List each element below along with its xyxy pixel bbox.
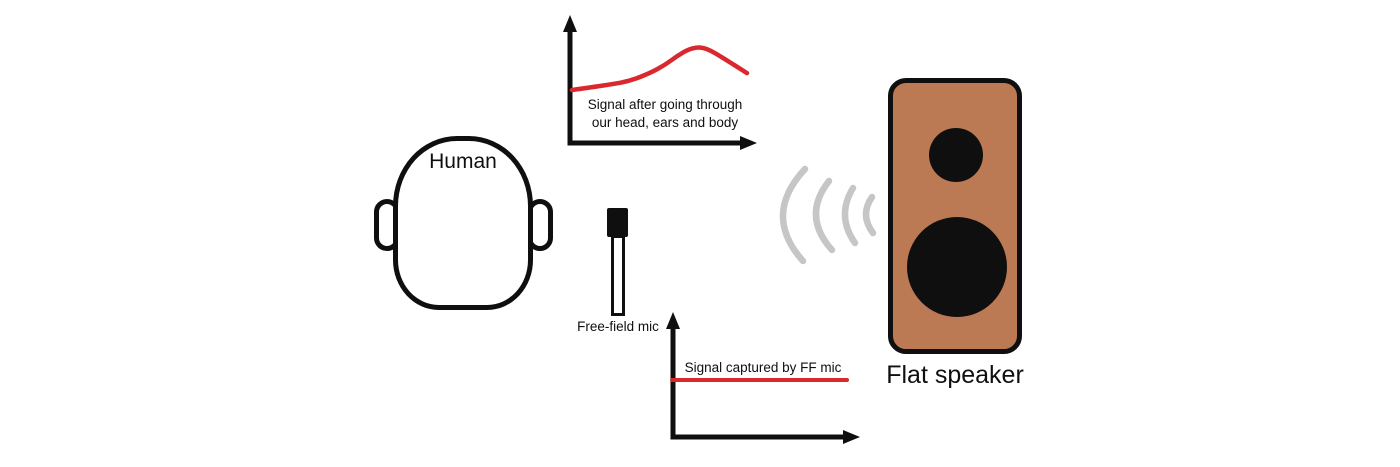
sound-wave-arc-2: [812, 177, 836, 254]
bottom-chart-caption: Signal captured by FF mic: [684, 360, 842, 375]
tweeter-driver: [929, 128, 983, 182]
sound-waves-icon: [779, 165, 877, 265]
top-chart-caption: Signal after going through our head, ear…: [555, 96, 775, 132]
top-chart-caption-line2: our head, ears and body: [591, 115, 739, 130]
sound-wave-arc-3: [841, 184, 859, 247]
bottom-chart-x-axis-arrowhead: [843, 430, 860, 444]
free-field-mic-label: Free-field mic: [577, 319, 659, 334]
mic-body: [611, 235, 625, 316]
bottom-chart-y-axis-arrowhead: [666, 312, 680, 329]
top-chart-x-axis-arrowhead: [740, 136, 757, 150]
bottom-chart: [666, 312, 860, 444]
mic-capsule: [607, 208, 628, 237]
woofer-driver: [907, 217, 1007, 317]
top-chart-signal-curve: [569, 45, 750, 93]
top-chart: [563, 15, 757, 150]
sound-wave-arc-4: [862, 193, 877, 237]
human-head: [393, 136, 533, 310]
flat-speaker-label: Flat speaker: [886, 361, 1024, 389]
sound-wave-arc-1: [779, 165, 809, 265]
top-chart-caption-line1: Signal after going through: [587, 97, 743, 112]
flat-speaker: [888, 78, 1022, 354]
top-chart-y-axis-arrowhead: [563, 15, 577, 32]
human-label: Human: [429, 150, 497, 173]
